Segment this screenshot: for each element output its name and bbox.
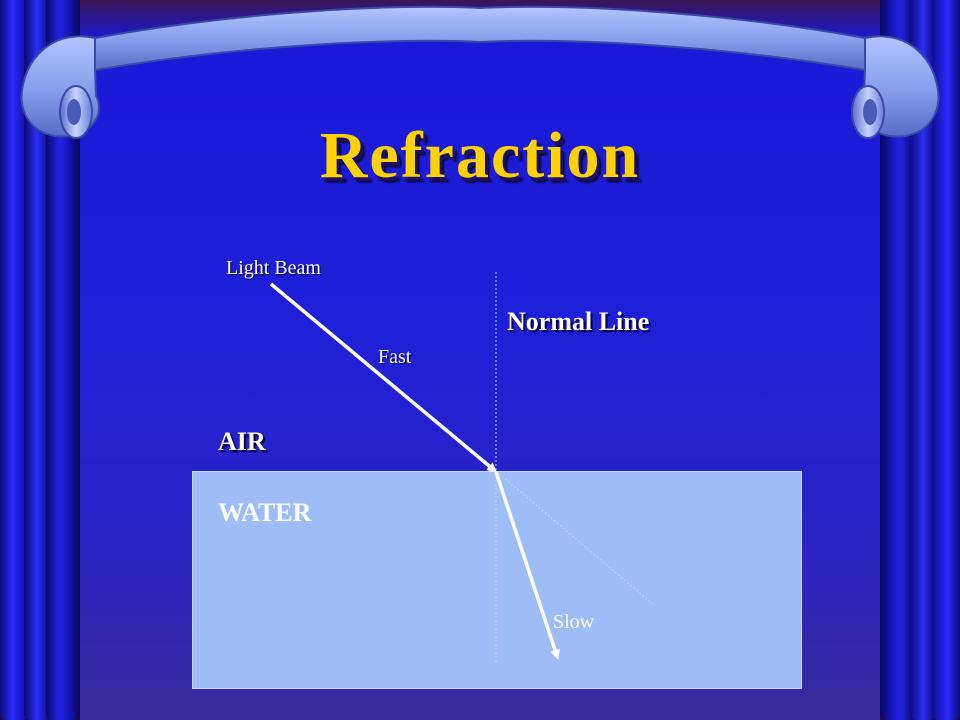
fast-label: Fast: [378, 346, 412, 368]
curtain-fold: [932, 0, 960, 720]
curtain-fold: [0, 0, 28, 720]
incident-ray: [269, 282, 498, 473]
water-label: WATER: [218, 498, 312, 527]
incident-extension: [495, 470, 656, 607]
normal-line-label: Normal Line: [507, 307, 650, 336]
air-label: AIR: [218, 427, 266, 456]
slide-title: Refraction: [319, 119, 641, 192]
slow-label: Slow: [553, 611, 595, 633]
scroll-ribbon: [20, 5, 940, 139]
refracted-ray: [494, 471, 560, 660]
light-beam-label: Light Beam: [226, 257, 321, 279]
